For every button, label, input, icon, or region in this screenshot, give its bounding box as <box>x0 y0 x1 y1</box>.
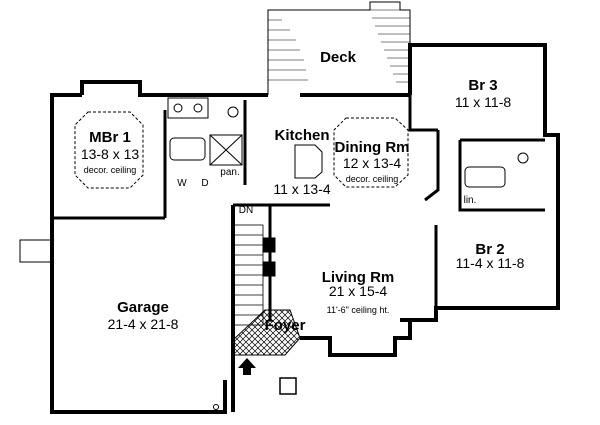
stairs-label: DN <box>239 205 253 216</box>
dryer-label: D <box>201 178 208 189</box>
entry-arrow-icon <box>238 358 256 375</box>
washer-label: W <box>177 178 187 189</box>
br2-label: Br 2 <box>475 241 504 258</box>
br3-label: Br 3 <box>468 77 497 94</box>
dining-note: decor. ceiling <box>346 174 399 184</box>
mbr1-dims: 13-8 x 13 <box>81 146 140 162</box>
mbr1-label: MBr 1 <box>89 129 131 146</box>
kitchen-island <box>294 144 323 179</box>
garage-side-door <box>19 239 53 263</box>
mbr1-decor-ceiling <box>74 111 144 189</box>
living-note: 11'-6" ceiling ht. <box>327 305 390 315</box>
br3-dims: 11 x 11-8 <box>455 94 512 110</box>
stairs <box>232 224 264 326</box>
kitchen-label: Kitchen <box>274 127 329 144</box>
foyer-floor <box>232 309 301 356</box>
deck-label: Deck <box>320 49 357 66</box>
mbr1-note: decor. ceiling <box>84 165 137 175</box>
garage-dims: 21-4 x 21-8 <box>108 316 179 332</box>
br2-dims: 11-4 x 11-8 <box>456 255 525 271</box>
dining-label: Dining Rm <box>335 139 410 156</box>
porch-post <box>279 377 297 395</box>
pantry-label: pan. <box>220 167 239 178</box>
linen-label: lin. <box>464 195 477 206</box>
fireplace <box>262 237 276 277</box>
bath-fixtures <box>167 97 529 188</box>
kitchen-dims: 11 x 13-4 <box>273 181 331 197</box>
living-dims: 21 x 15-4 <box>329 283 388 299</box>
dining-dims: 12 x 13-4 <box>343 155 402 171</box>
dining-decor-ceiling <box>333 117 409 188</box>
foyer-label: Foyer <box>265 317 306 334</box>
garage-label: Garage <box>117 299 169 316</box>
living-label: Living Rm <box>322 269 395 286</box>
deck <box>267 1 411 95</box>
garage-drain <box>213 404 219 410</box>
